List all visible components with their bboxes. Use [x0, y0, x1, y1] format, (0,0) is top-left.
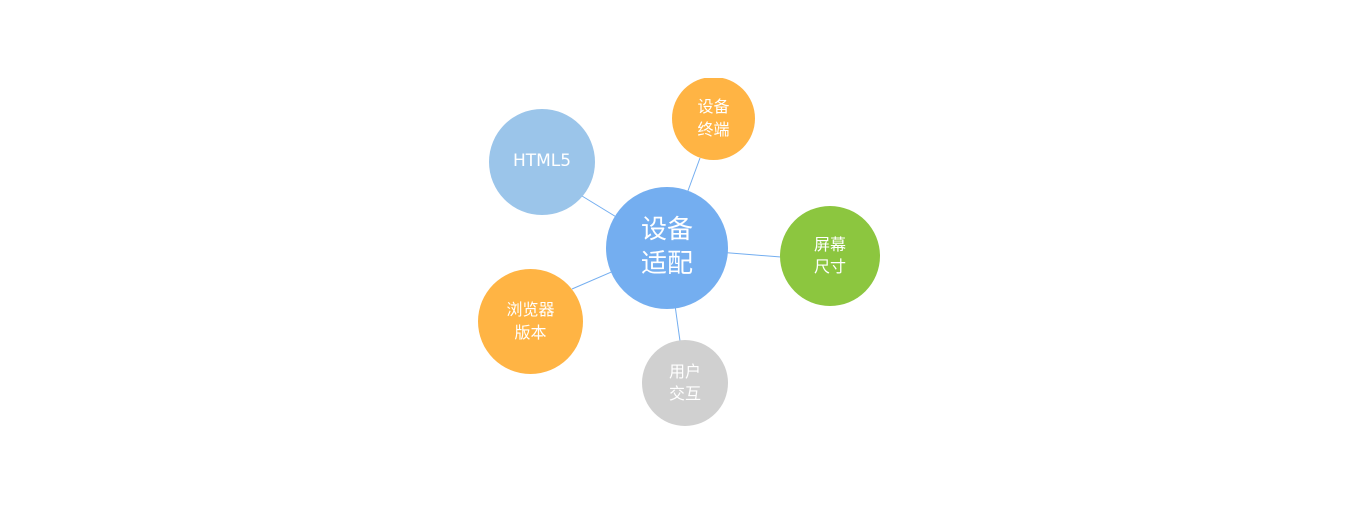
node-label: 版本 [514, 322, 547, 342]
node-label: 屏幕 [813, 234, 846, 254]
node-label: 交互 [668, 384, 701, 403]
node-label: HTML5 [512, 151, 572, 172]
node-label: 尺寸 [813, 257, 846, 276]
node-device-terminal[interactable]: 设备 终端 [672, 78, 755, 160]
center-label: 适配 [640, 249, 693, 279]
node-label: 浏览器 [506, 300, 555, 320]
node-user-interaction[interactable]: 用户 交互 [642, 340, 728, 426]
center-label: 设备 [640, 215, 693, 246]
node-screen-size[interactable]: 屏幕 尺寸 [780, 206, 880, 306]
node-center-device-adaptation[interactable]: 设备 适配 [606, 187, 728, 309]
node-browser-version[interactable]: 浏览器 版本 [478, 269, 583, 374]
node-html5[interactable]: HTML5 [489, 109, 595, 215]
node-label: 终端 [697, 119, 730, 139]
node-label: 用户 [668, 361, 701, 381]
node-label: 设备 [697, 97, 730, 117]
diagram-area: HTML5 设备 终端 屏幕 尺寸 浏览器 版本 用户 交互 设备 适配 [0, 78, 1362, 508]
